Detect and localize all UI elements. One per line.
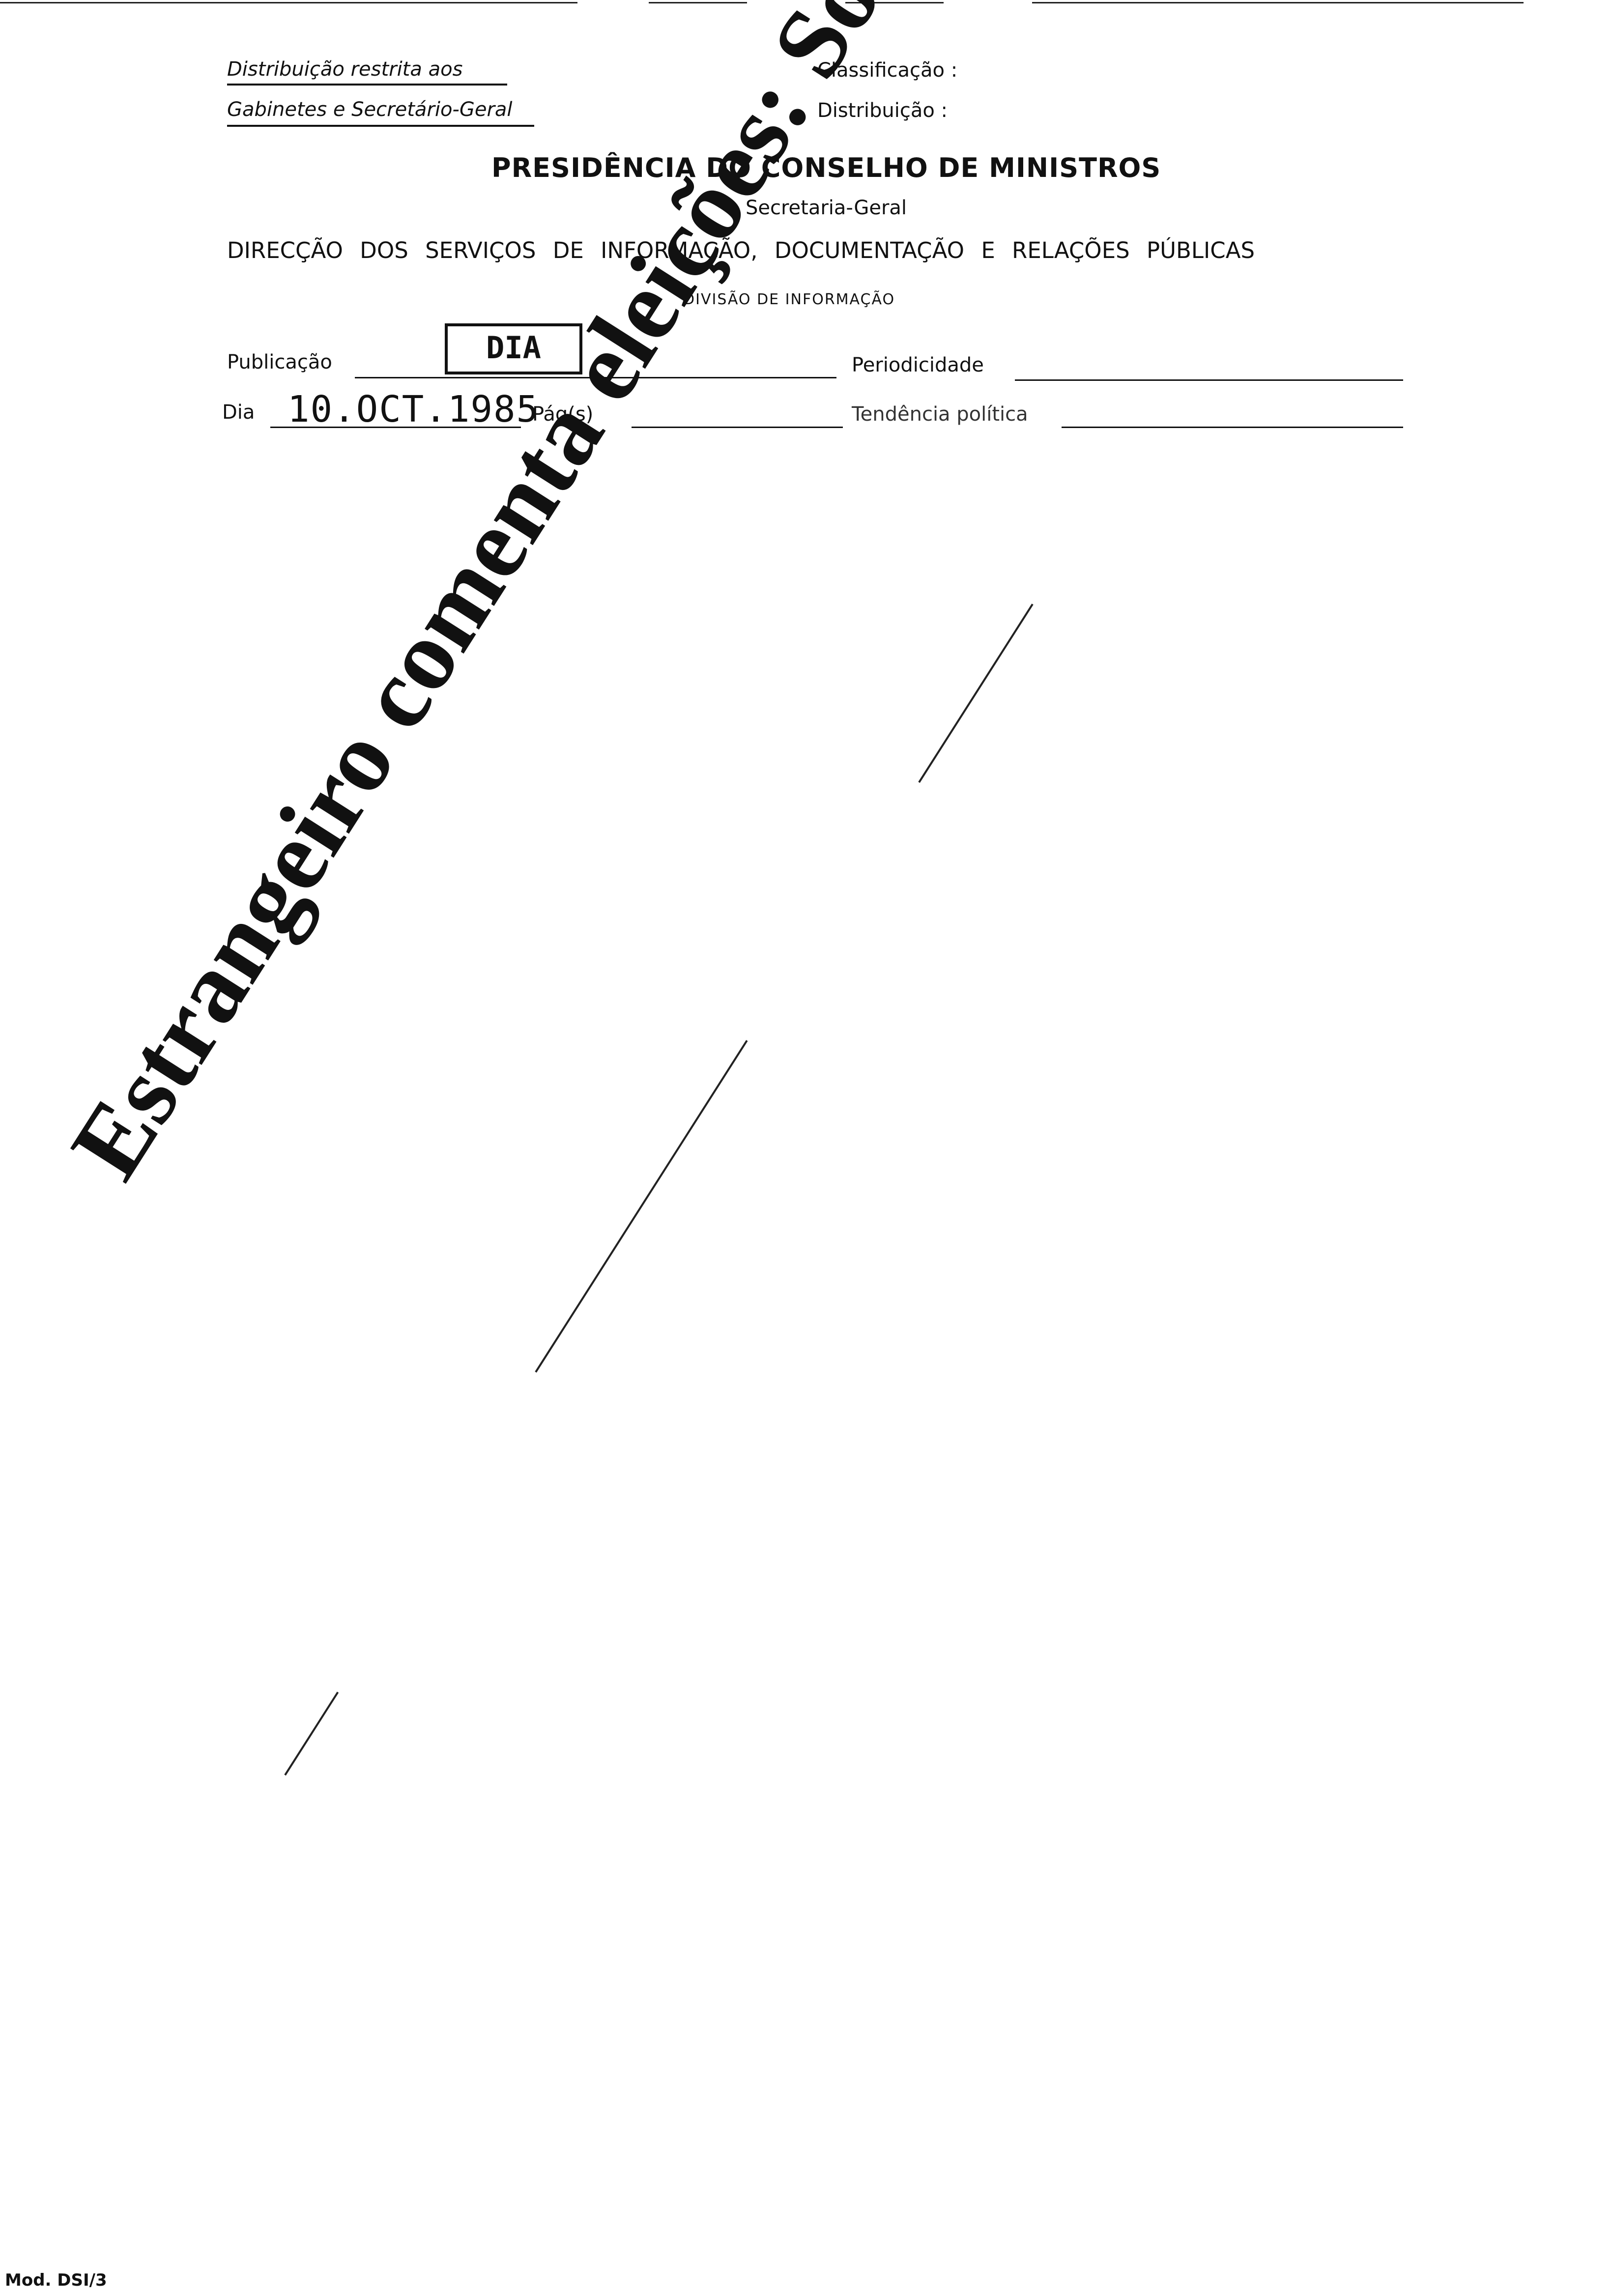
pen-stroke: [284, 1692, 339, 1776]
pages-label: Pág(s): [532, 403, 594, 426]
periodicity-field-line: [1015, 379, 1403, 381]
underline: [227, 84, 507, 86]
distribution-label: Distribuição :: [817, 99, 948, 122]
pen-stroke: [918, 603, 1034, 783]
page-subtitle: Secretaria-Geral: [746, 197, 907, 219]
top-rule: [845, 2, 944, 3]
department-name: DIRECÇÃO DOS SERVIÇOS DE INFORMAÇÃO, DOC…: [227, 237, 1255, 263]
day-field-line: [270, 427, 521, 428]
publication-field-line: [355, 377, 836, 378]
classification-label: Classificação :: [817, 59, 958, 82]
restricted-distribution-line1: Distribuição restrita aos: [227, 58, 463, 81]
page-title: PRESIDÊNCIA DO CONSELHO DE MINISTROS: [491, 152, 1161, 183]
pages-field-line: [632, 427, 843, 428]
tendency-label: Tendência política: [852, 403, 1028, 426]
form-model-code: Mod. DSI/3: [5, 2270, 107, 2290]
top-rule: [1032, 2, 1524, 3]
periodicity-label: Periodicidade: [852, 354, 984, 376]
day-value-stamp: 10.OCT.1985: [288, 388, 540, 430]
publication-label: Publicação: [227, 351, 332, 373]
article-headline: Estrangeiro comenta eleições: Soares «nã…: [49, 0, 1465, 1198]
publication-stamp: DIA: [445, 323, 582, 374]
day-label: Dia: [222, 401, 255, 424]
tendency-field-line: [1062, 427, 1403, 428]
top-rule: [0, 2, 577, 3]
division-name: DIVISÃO DE INFORMAÇÃO: [683, 291, 895, 308]
restricted-distribution-line2: Gabinetes e Secretário-Geral: [227, 98, 513, 121]
underline: [227, 125, 534, 127]
pen-stroke: [535, 1040, 748, 1373]
top-rule: [649, 2, 747, 3]
